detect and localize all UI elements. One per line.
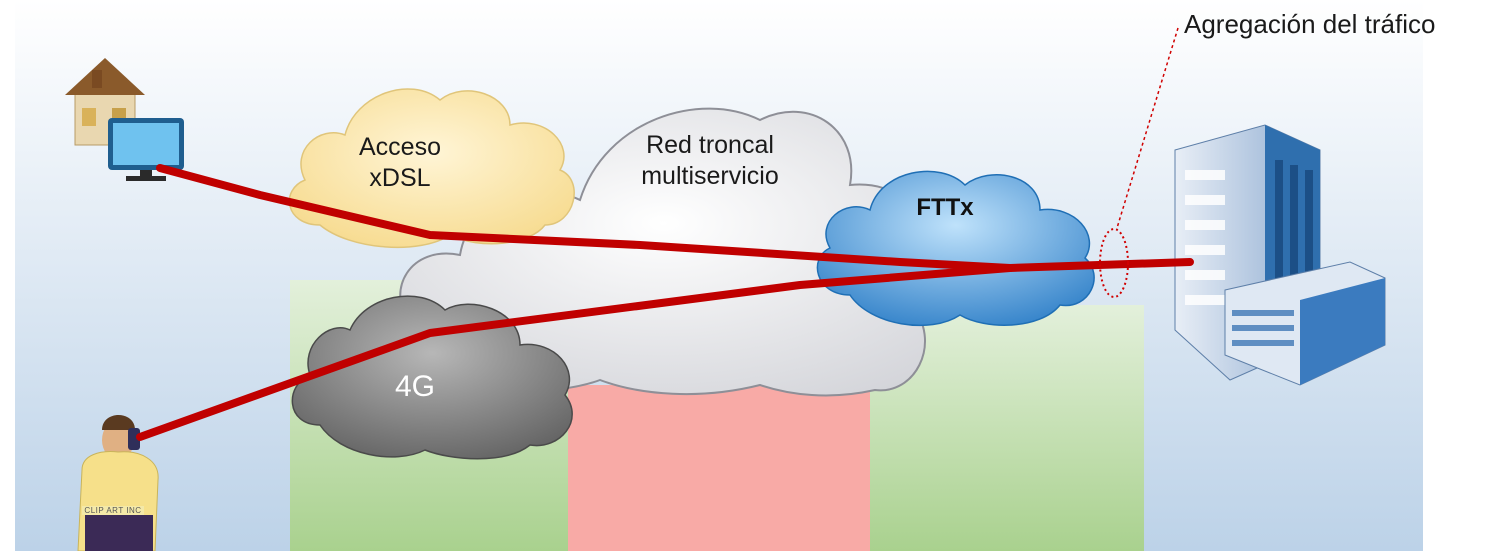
link-home <box>156 164 1014 272</box>
clipart-tag: CLIP ART INC <box>82 506 144 515</box>
4g-cloud <box>291 295 573 460</box>
xdsl-label-line1: Acceso <box>359 133 441 161</box>
person-phone-icon <box>77 415 159 551</box>
region-red <box>568 385 870 551</box>
xdsl-cloud-label: Acceso xDSL <box>330 132 470 195</box>
aggregation-label: Agregación del tráfico <box>1184 9 1436 39</box>
house-icon <box>65 58 145 146</box>
fttx-cloud-label: FTTx <box>916 194 974 221</box>
core-label-line1: Red troncal <box>646 131 774 159</box>
link-mobile <box>136 264 1014 441</box>
4g-cloud-label: 4G <box>394 370 436 403</box>
fttx-cloud <box>816 170 1095 327</box>
core-cloud-label: Red troncal multiservicio <box>600 130 820 193</box>
computer-monitor-icon <box>108 118 184 181</box>
aggregation-marker <box>1099 27 1179 298</box>
office-building-icon <box>1174 124 1386 386</box>
xdsl-label-line2: xDSL <box>369 164 431 193</box>
core-label-line2: multiservicio <box>641 162 779 191</box>
